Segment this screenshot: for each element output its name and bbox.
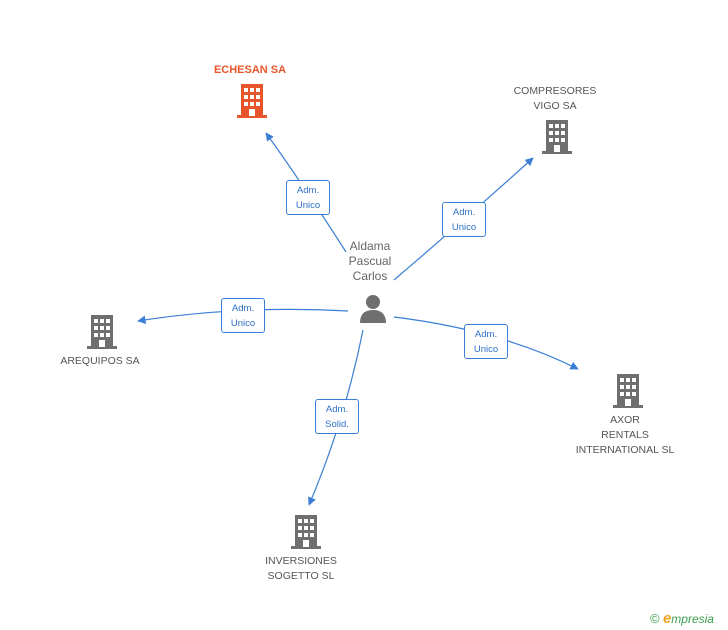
role-line: Unico <box>473 344 499 355</box>
company-name-line: RENTALS <box>601 429 649 441</box>
company-name-line: INVERSIONES <box>265 555 337 567</box>
brand-logo-initial: e <box>662 610 672 627</box>
center-name-line: Carlos <box>352 269 388 283</box>
edge-role-axor[interactable]: Adm. Unico <box>464 324 508 359</box>
company-label-inversiones[interactable]: INVERSIONES SOGETTO SL <box>241 554 361 584</box>
company-name-line: SOGETTO SL <box>267 570 335 582</box>
role-line: Adm. <box>296 185 320 196</box>
copyright-symbol: © <box>650 611 660 626</box>
company-name-line: VIGO SA <box>533 100 577 112</box>
building-icon[interactable] <box>290 515 322 549</box>
company-name-line: AREQUIPOS SA <box>60 355 140 367</box>
role-line: Adm. <box>325 404 349 415</box>
company-label-echesan[interactable]: ECHESAN SA <box>190 63 310 78</box>
role-line: Unico <box>295 200 321 211</box>
role-line: Solid. <box>325 419 349 430</box>
building-icon[interactable] <box>236 84 268 118</box>
building-icon[interactable] <box>86 315 118 349</box>
company-name-line: AXOR <box>610 414 640 426</box>
center-name-line: Aldama <box>349 239 391 253</box>
brand-logo-text: mpresia <box>671 612 714 626</box>
center-name-line: Pascual <box>348 254 392 268</box>
company-label-arequipos[interactable]: AREQUIPOS SA <box>40 354 160 369</box>
copyright-mark: © empresia <box>650 610 714 627</box>
edge-role-echesan[interactable]: Adm. Unico <box>286 180 330 215</box>
company-name-line: COMPRESORES <box>513 85 597 97</box>
company-name-line: ECHESAN SA <box>213 64 287 76</box>
building-icon[interactable] <box>612 374 644 408</box>
company-label-compresores[interactable]: COMPRESORES VIGO SA <box>495 84 615 114</box>
role-line: Adm. <box>474 329 498 340</box>
building-icon[interactable] <box>541 120 573 154</box>
company-name-line: INTERNATIONAL SL <box>575 444 675 456</box>
edge-role-inversiones[interactable]: Adm. Solid. <box>315 399 359 434</box>
role-line: Adm. <box>231 303 255 314</box>
company-label-axor[interactable]: AXOR RENTALS INTERNATIONAL SL <box>561 413 689 458</box>
edge-role-arequipos[interactable]: Adm. Unico <box>221 298 265 333</box>
person-icon[interactable] <box>358 293 388 323</box>
role-line: Unico <box>451 222 477 233</box>
center-person-label: Aldama Pascual Carlos <box>330 239 410 284</box>
edge-role-compresores[interactable]: Adm. Unico <box>442 202 486 237</box>
role-line: Unico <box>230 318 256 329</box>
role-line: Adm. <box>452 207 476 218</box>
